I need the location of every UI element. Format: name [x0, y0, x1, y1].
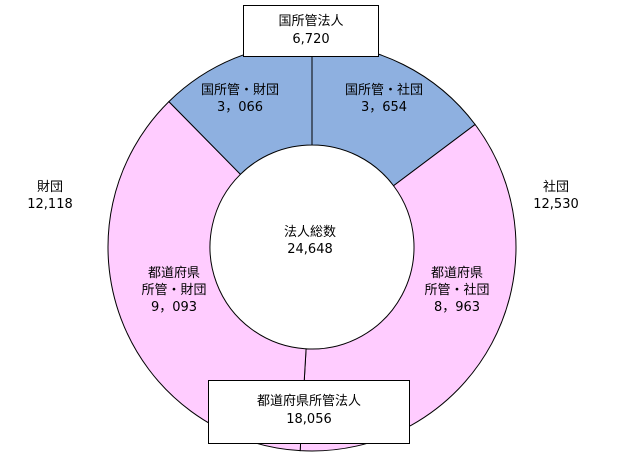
national-title: 国所管法人	[278, 14, 344, 29]
segment-label-prefectural-shadan: 都道府県 所管・社団 8，963	[407, 265, 507, 316]
national-total-box: 国所管法人 6,720	[243, 5, 379, 57]
zaidan-value: 12,118	[27, 197, 73, 212]
total-value: 24,648	[287, 242, 333, 257]
national-value: 6,720	[292, 32, 330, 47]
shadan-total-label: 社団 12,530	[514, 179, 598, 213]
prefectural-title: 都道府県所管法人	[256, 394, 361, 409]
segment-label-text: 所管・社団	[424, 283, 490, 298]
zaidan-title: 財団	[36, 180, 63, 195]
segment-label-national-zaidan: 国所管・財団 3，066	[190, 82, 290, 116]
segment-label-text: 所管・財団	[141, 283, 207, 298]
shadan-title: 社団	[542, 180, 569, 195]
donut-segment	[107, 100, 307, 452]
segment-label-text: 都道府県	[147, 266, 200, 281]
segment-label-prefectural-zaidan: 都道府県 所管・財団 9，093	[124, 265, 224, 316]
prefectural-value: 18,056	[286, 412, 332, 427]
prefectural-total-box: 都道府県所管法人 18,056	[208, 380, 410, 444]
segment-label-value: 8，963	[433, 300, 481, 315]
segment-label-national-shadan: 国所管・社団 3，654	[334, 82, 434, 116]
total-label: 法人総数 24,648	[262, 224, 358, 258]
segment-label-text: 国所管・財団	[200, 83, 279, 98]
segment-label-text: 国所管・社団	[344, 83, 423, 98]
segment-label-value: 9，093	[150, 300, 198, 315]
donut-segment	[299, 123, 517, 452]
shadan-value: 12,530	[533, 197, 579, 212]
segment-label-value: 3，654	[360, 100, 408, 115]
segment-label-value: 3，066	[216, 100, 264, 115]
total-title: 法人総数	[283, 225, 336, 240]
segment-label-text: 都道府県	[430, 266, 483, 281]
zaidan-total-label: 財団 12,118	[8, 179, 92, 213]
